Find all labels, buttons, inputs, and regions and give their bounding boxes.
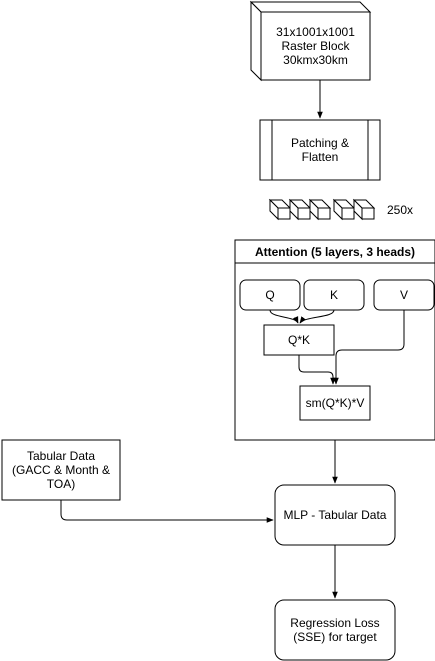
k-label: K	[329, 288, 338, 302]
q-label: Q	[265, 288, 275, 302]
patching-label: Patching & Flatten	[290, 136, 350, 164]
patching-box	[259, 119, 381, 181]
tabular-data-box	[1, 439, 121, 501]
softmax-label: sm(Q*K)*V	[305, 396, 365, 410]
softmax-box	[299, 385, 371, 421]
patch-cubes-icon	[268, 198, 376, 221]
arrow-tabular-to-mlp	[60, 500, 274, 523]
v-label: V	[399, 288, 408, 302]
raster-block-label: 31x1001x1001 Raster Block 30kmx30km	[276, 25, 355, 67]
qk-box	[263, 324, 335, 356]
regression-loss-box	[274, 599, 396, 661]
mlp-label: MLP - Tabular Data	[283, 508, 387, 522]
arrow-k-to-qk	[299, 309, 335, 324]
tabular-data-label: Tabular Data (GACC & Month & TOA)	[11, 449, 111, 491]
regression-loss-label: Regression Loss (SSE) for target	[290, 616, 380, 644]
arrow-q-to-qk	[269, 309, 299, 324]
patch-count-label: 250x	[386, 203, 414, 217]
raster-block-cube	[249, 0, 372, 82]
arrow-qk-to-softmax	[298, 355, 336, 385]
attention-title: Attention (5 layers, 3 heads)	[254, 244, 416, 259]
arrow-v-to-softmax	[333, 310, 405, 385]
qk-label: Q*K	[287, 333, 310, 347]
